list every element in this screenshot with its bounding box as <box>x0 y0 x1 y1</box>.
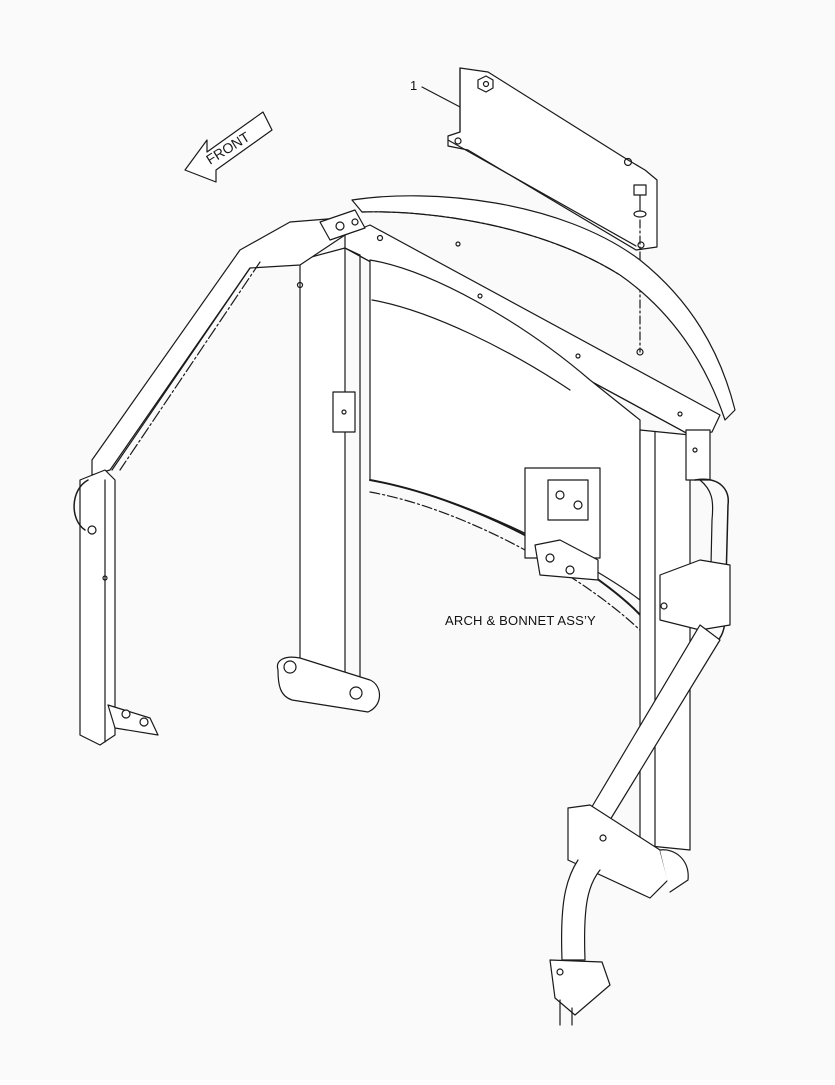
assembly-caption: ARCH & BONNET ASS’Y <box>445 613 596 628</box>
front-arrow-icon: FRONT <box>184 111 273 183</box>
left-post <box>276 247 381 713</box>
bonnet-cover <box>351 195 736 421</box>
part-callout-number: 1 <box>410 78 418 93</box>
right-handrail-arm <box>549 559 731 1026</box>
hinge-block <box>319 209 366 241</box>
callout-leader <box>421 86 463 109</box>
left-arch-arm <box>73 217 346 746</box>
latch-mechanism <box>524 467 601 581</box>
